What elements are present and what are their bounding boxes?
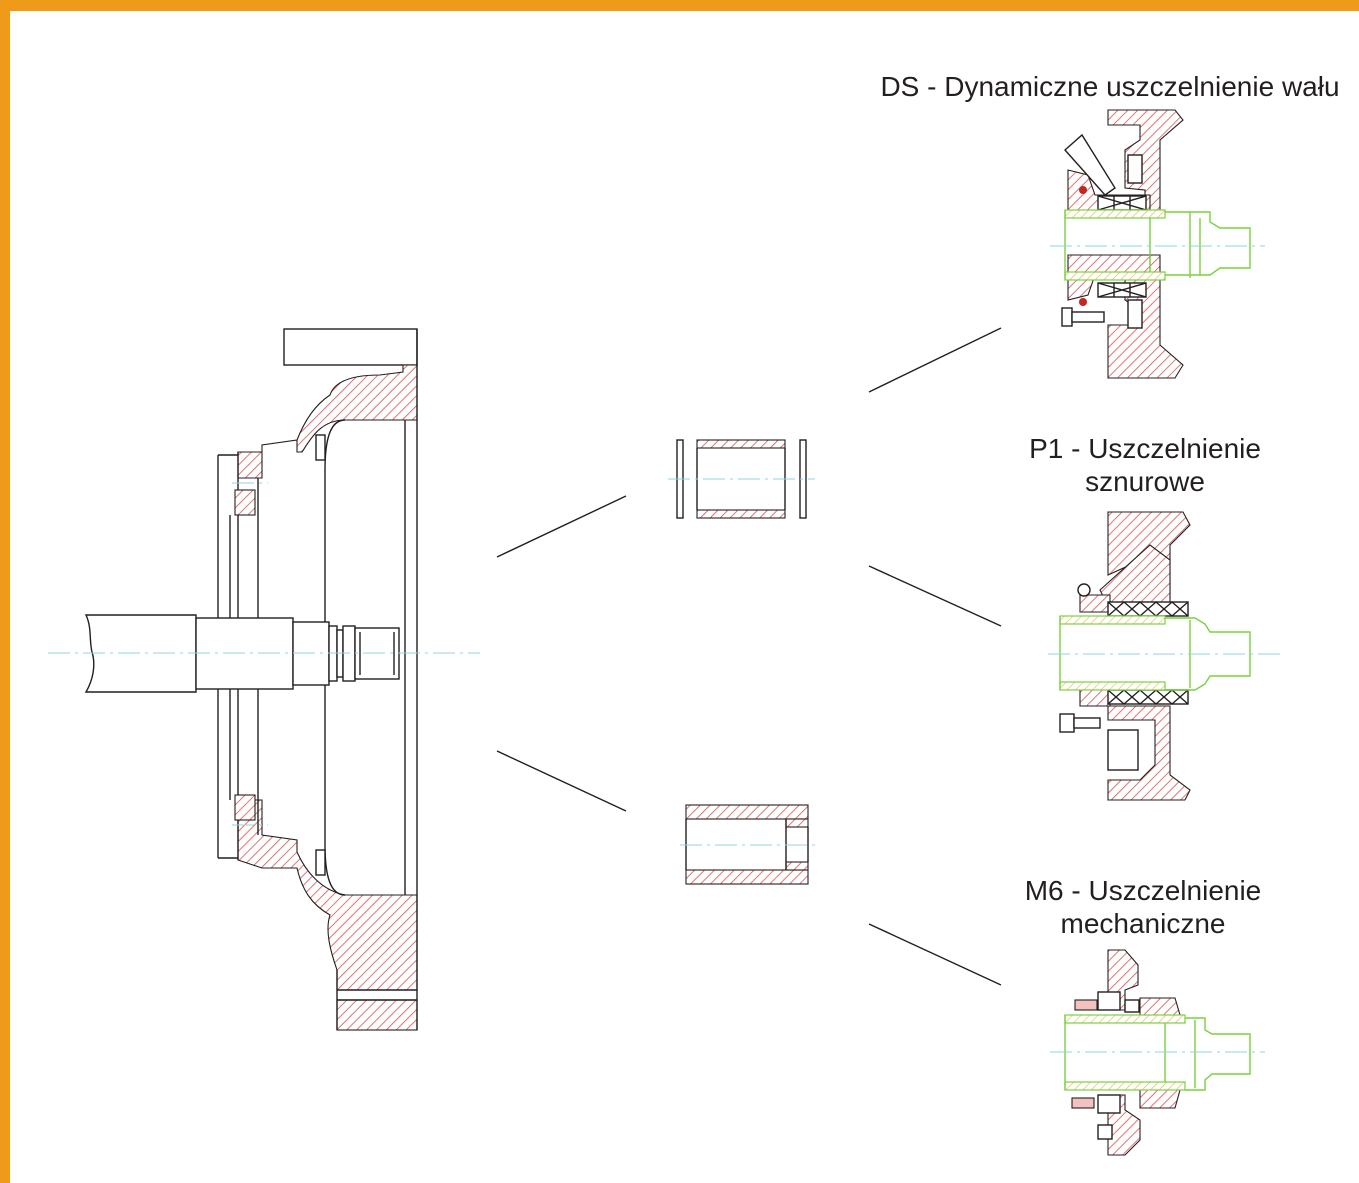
wear-ring-top [234, 489, 256, 516]
wear-ring-bottom [234, 794, 256, 821]
top-foot [283, 328, 418, 366]
bottom-foot [336, 999, 418, 1031]
m6-seal-label: M6 - Uszczelnienie mechaniczne [1024, 875, 1262, 939]
leader-line-p1 [868, 565, 1002, 627]
ds-seal-drawing [1050, 109, 1265, 379]
shaft-sleeve-solid [680, 804, 815, 885]
ds-seal-label: DS - Dynamiczne uszczelnienie wału [880, 71, 1340, 102]
leader-line-lower [496, 750, 627, 812]
upper-casing [237, 364, 418, 479]
leader-line-m6 [868, 923, 1002, 986]
leader-line-upper [496, 495, 627, 558]
shaft-sleeve-with-washers [668, 439, 815, 519]
m6-seal-drawing [1050, 949, 1265, 1156]
p1-seal-label: P1 - Uszczelnienie sznurowe [1029, 433, 1261, 497]
leader-line-ds [868, 327, 1002, 393]
lower-casing [237, 799, 418, 991]
p1-seal-drawing [1048, 511, 1280, 801]
